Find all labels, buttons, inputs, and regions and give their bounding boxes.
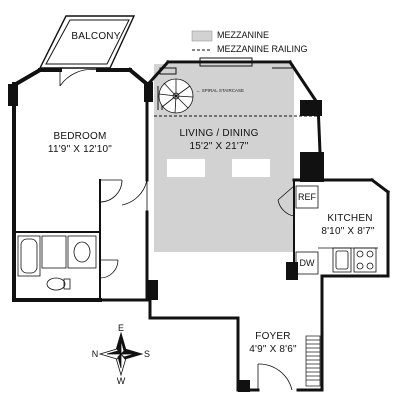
living-dining-size: 15'2" X 21'7": [189, 141, 249, 152]
dishwasher-label: DW: [299, 258, 315, 268]
refrigerator-label: REF: [298, 192, 316, 202]
kitchen-label: KITCHEN: [327, 213, 373, 224]
bedroom-size: 11'9" X 12'10": [47, 144, 113, 155]
compass-east-label: E: [117, 323, 124, 333]
compass-rose: [98, 331, 144, 377]
foyer-size: 4'9" X 8'6": [249, 344, 297, 355]
living-dining-label: LIVING / DINING: [179, 128, 259, 139]
foyer-closet: [305, 335, 321, 387]
foyer-label: FOYER: [255, 331, 291, 342]
spiral-staircase-label: ← SPIRAL STAIRCASE: [196, 88, 245, 93]
balcony-label: BALCONY: [71, 31, 121, 42]
legend-railing-label: MEZZANINE RAILING: [217, 44, 308, 54]
bathroom-fixtures: [17, 235, 97, 291]
compass-north-label: N: [91, 349, 99, 359]
columns: [8, 82, 324, 392]
spiral-staircase: [158, 78, 194, 114]
doors: [59, 69, 295, 391]
legend-mezzanine-label: MEZZANINE: [217, 30, 270, 40]
compass-west-label: W: [116, 376, 126, 386]
compass-south-label: S: [143, 349, 150, 359]
kitchen-size: 8'10" X 8'7": [321, 226, 375, 237]
living-fixtures: [167, 159, 270, 177]
kitchen-fixtures: [295, 185, 378, 275]
legend-mezzanine-swatch: [191, 30, 213, 42]
bedroom-label: BEDROOM: [53, 131, 107, 142]
